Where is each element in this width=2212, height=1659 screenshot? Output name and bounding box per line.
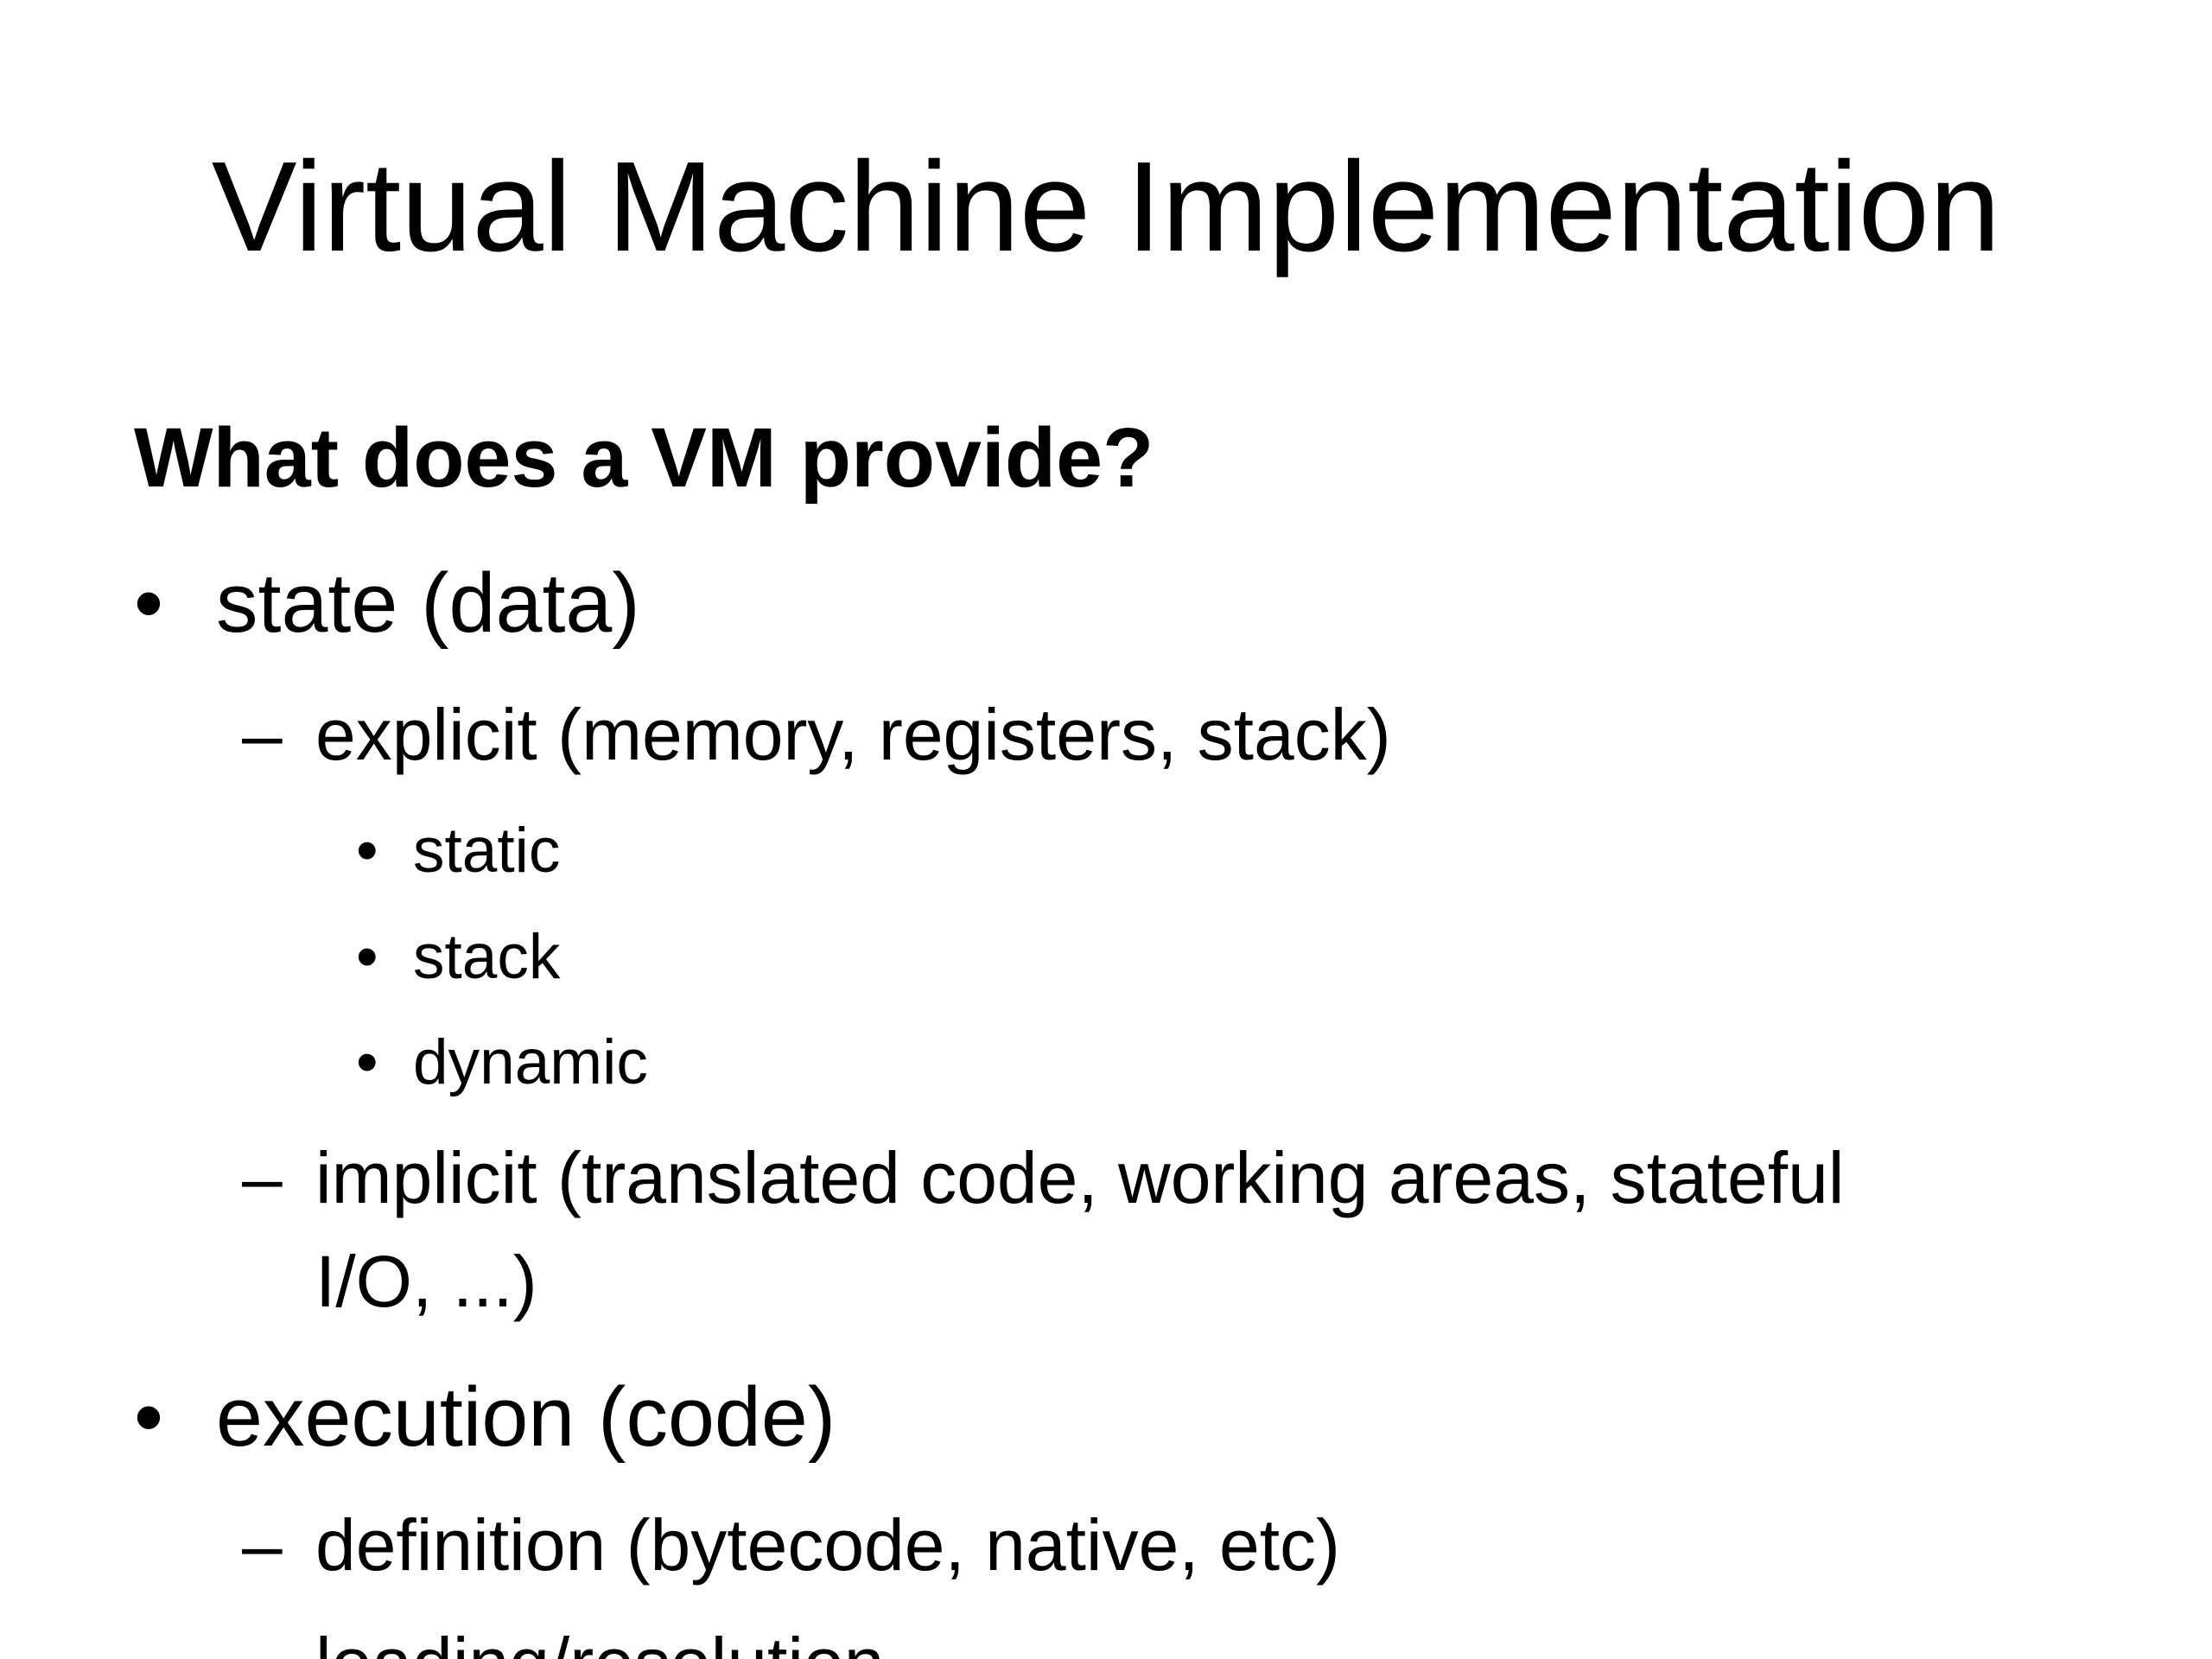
bullet-marker: • <box>356 816 378 886</box>
list-item: stack <box>413 922 561 992</box>
list-item: state (data) <box>216 556 640 650</box>
list-item: explicit (memory, registers, stack) <box>315 694 1391 775</box>
list-item-continuation: I/O, ...) <box>315 1241 537 1322</box>
list-item: execution (code) <box>216 1370 836 1464</box>
dash-marker: – <box>242 1137 283 1218</box>
dash-marker: – <box>242 1616 283 1659</box>
dash-marker: – <box>242 694 283 775</box>
bullet-marker: • <box>356 1027 378 1097</box>
bullet-marker: • <box>134 1370 163 1464</box>
dash-marker: – <box>242 1504 283 1586</box>
bullet-marker: • <box>356 922 378 992</box>
list-item: loading/resolution <box>315 1616 884 1659</box>
list-item: implicit (translated code, working areas… <box>315 1137 1845 1218</box>
slide-title: Virtual Machine Implementation <box>211 136 2001 278</box>
bullet-marker: • <box>134 556 163 650</box>
list-item: definition (bytecode, native, etc) <box>315 1504 1341 1586</box>
list-item: dynamic <box>413 1027 648 1097</box>
list-item: static <box>413 816 561 886</box>
slide-heading: What does a VM provide? <box>134 410 1154 505</box>
